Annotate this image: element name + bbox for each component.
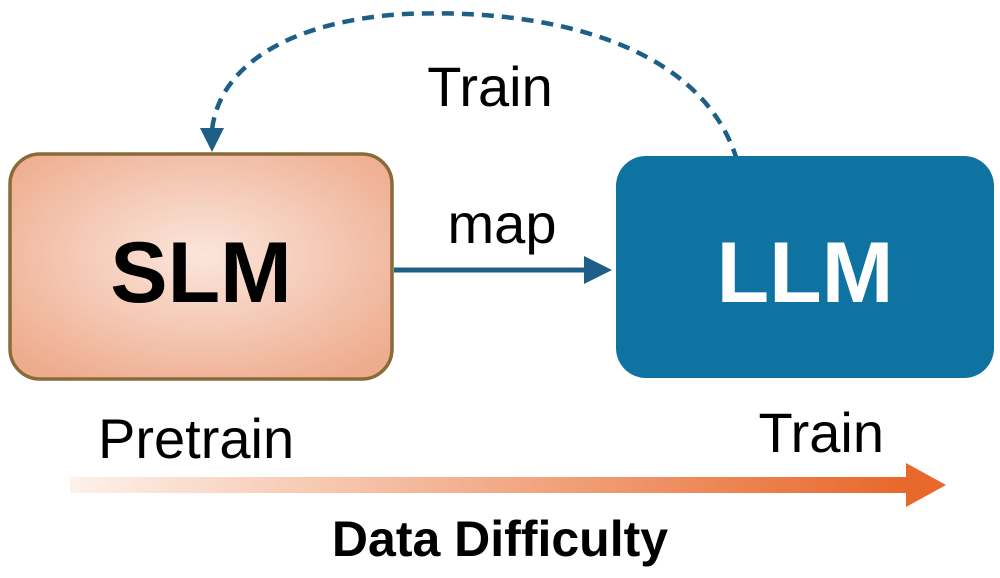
difficulty-gradient-bar (70, 477, 910, 493)
slm-node: SLM (8, 152, 394, 381)
pretrain-stage-label: Pretrain (98, 407, 294, 470)
train-feedback-arrowhead (200, 128, 224, 152)
slm-label: SLM (110, 225, 292, 321)
map-label: map (448, 192, 557, 255)
train-feedback-curve (209, 11, 740, 161)
data-difficulty-title: Data Difficulty (332, 511, 668, 567)
llm-node: LLM (616, 156, 994, 378)
difficulty-arrow (70, 463, 946, 507)
llm-label: LLM (717, 225, 894, 321)
difficulty-arrowhead (906, 463, 946, 507)
map-arrow (394, 256, 612, 284)
train-feedback-arrow (200, 11, 740, 161)
train-feedback-label: Train (427, 55, 553, 118)
map-arrowhead (584, 256, 612, 284)
train-stage-label: Train (758, 401, 884, 464)
slm-box (8, 152, 394, 381)
llm-box (616, 156, 994, 378)
